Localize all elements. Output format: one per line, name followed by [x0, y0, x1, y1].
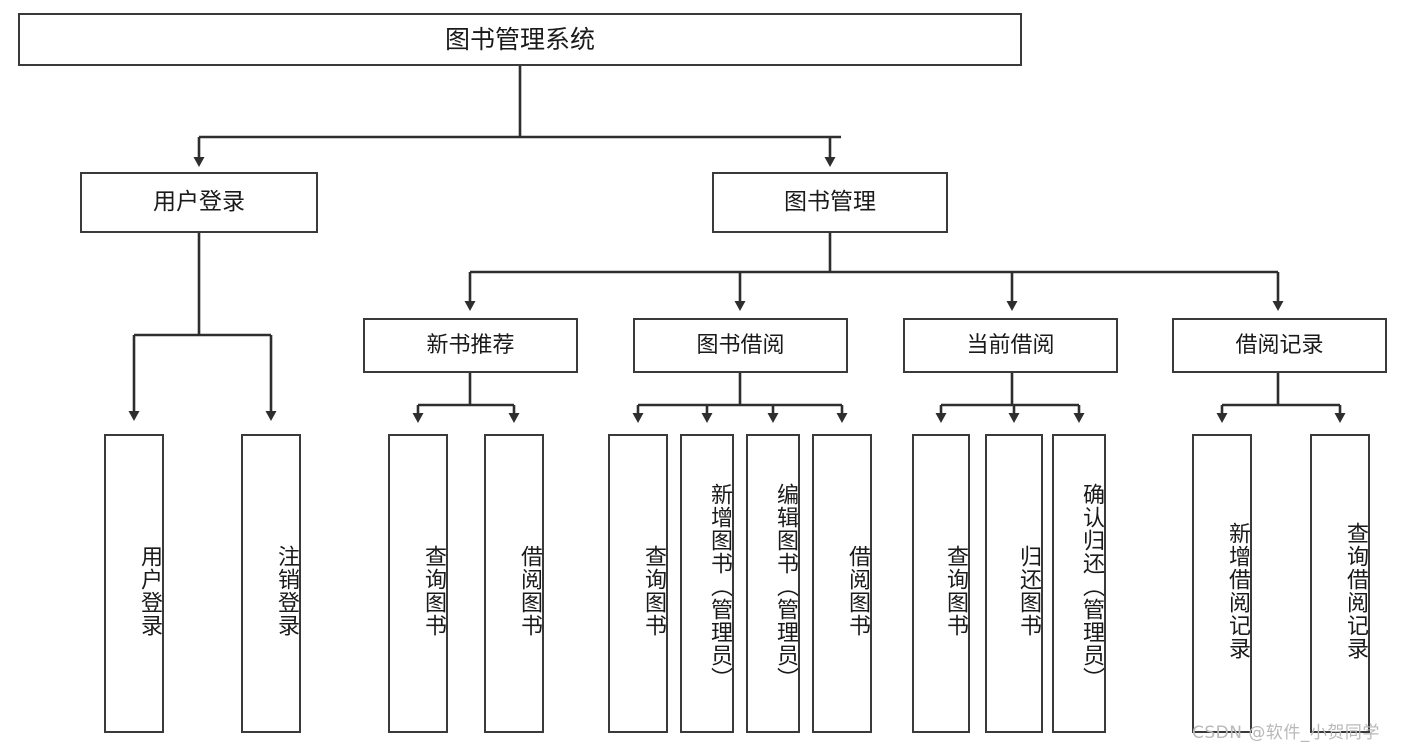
node-borrow-record-label: 借阅记录 — [1235, 332, 1324, 358]
node-query-book-borrow[interactable]: 查询图书 — [608, 434, 668, 733]
node-book-manage[interactable]: 图书管理 — [712, 172, 948, 233]
node-user-login[interactable]: 用户登录 — [80, 172, 318, 233]
node-edit-book-admin-label: 编辑图书（管理员） — [773, 483, 798, 690]
node-book-manage-label: 图书管理 — [784, 188, 876, 215]
node-user-logout-leaf-label: 注销登录 — [274, 544, 299, 637]
node-borrow-book-recommend-label: 借阅图书 — [517, 544, 542, 637]
node-new-book-recommend[interactable]: 新书推荐 — [363, 318, 578, 373]
node-query-book-current-label: 查询图书 — [943, 544, 968, 637]
node-user-login-leaf-label: 用户登录 — [137, 544, 162, 637]
node-confirm-return-admin[interactable]: 确认归还（管理员） — [1052, 434, 1106, 733]
node-current-borrow[interactable]: 当前借阅 — [903, 318, 1118, 373]
node-root-system[interactable]: 图书管理系统 — [18, 13, 1022, 66]
node-edit-book-admin[interactable]: 编辑图书（管理员） — [746, 434, 800, 733]
node-query-book-recommend-label: 查询图书 — [421, 544, 446, 637]
node-add-book-admin-label: 新增图书（管理员） — [707, 483, 732, 690]
node-book-borrow[interactable]: 图书借阅 — [633, 318, 848, 373]
node-user-logout-leaf[interactable]: 注销登录 — [241, 434, 301, 733]
node-query-book-recommend[interactable]: 查询图书 — [388, 434, 448, 733]
node-add-borrow-record[interactable]: 新增借阅记录 — [1192, 434, 1252, 733]
csdn-watermark-text: CSDN @软件_小贺同学 — [1192, 723, 1380, 743]
node-add-borrow-record-label: 新增借阅记录 — [1225, 521, 1250, 660]
node-add-book-admin[interactable]: 新增图书（管理员） — [680, 434, 734, 733]
node-query-book-current[interactable]: 查询图书 — [912, 434, 970, 733]
node-query-book-borrow-label: 查询图书 — [641, 544, 666, 637]
node-new-book-recommend-label: 新书推荐 — [426, 332, 515, 358]
node-borrow-book-recommend[interactable]: 借阅图书 — [484, 434, 544, 733]
node-user-login-leaf[interactable]: 用户登录 — [104, 434, 164, 733]
node-borrow-book-borrow[interactable]: 借阅图书 — [812, 434, 872, 733]
node-return-book-current[interactable]: 归还图书 — [985, 434, 1043, 733]
node-return-book-current-label: 归还图书 — [1016, 544, 1041, 637]
node-query-borrow-record-label: 查询借阅记录 — [1343, 521, 1368, 660]
node-borrow-book-borrow-label: 借阅图书 — [845, 544, 870, 637]
node-borrow-record[interactable]: 借阅记录 — [1172, 318, 1387, 373]
node-root-label: 图书管理系统 — [444, 24, 595, 54]
csdn-watermark: CSDN @软件_小贺同学 — [1192, 718, 1380, 743]
node-user-login-label: 用户登录 — [153, 188, 245, 215]
node-book-borrow-label: 图书借阅 — [696, 332, 785, 358]
node-current-borrow-label: 当前借阅 — [966, 332, 1055, 358]
node-query-borrow-record[interactable]: 查询借阅记录 — [1310, 434, 1370, 733]
node-confirm-return-admin-label: 确认归还（管理员） — [1079, 483, 1104, 690]
